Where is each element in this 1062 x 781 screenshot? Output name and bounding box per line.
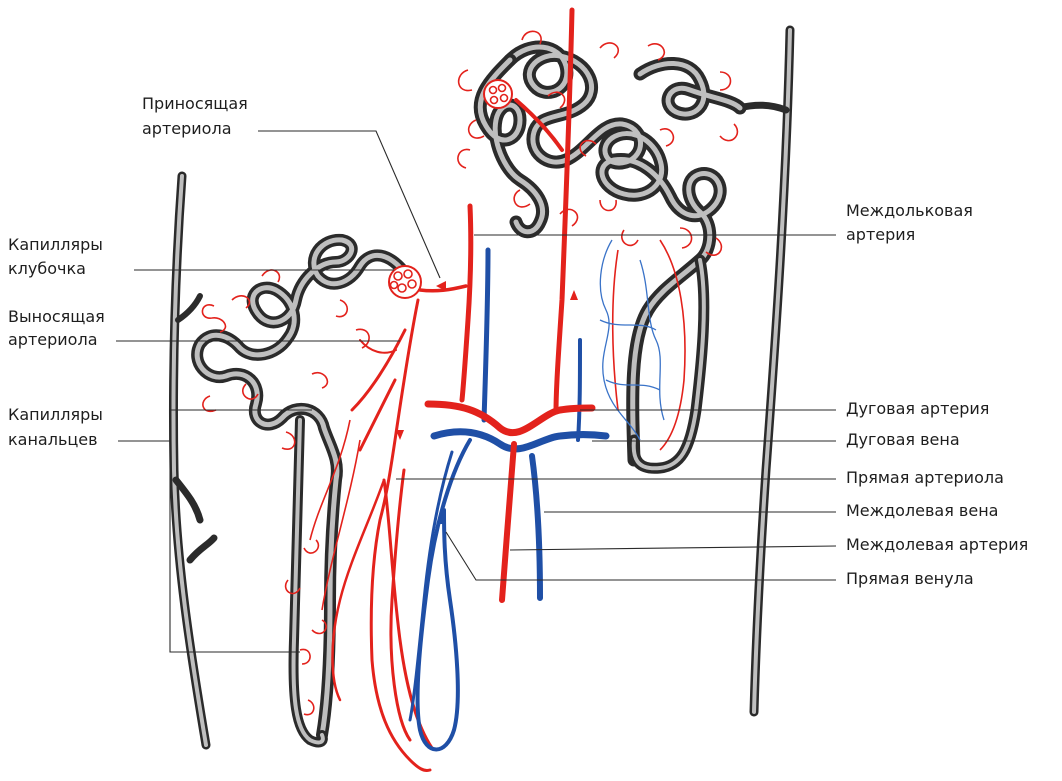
right-collecting-duct: [738, 30, 790, 712]
label-interlobular-artery-line1: Междольковая: [846, 201, 973, 220]
label-tubular-capillaries-line2: канальцев: [8, 430, 98, 449]
label-tubular-capillaries-line1: Капилляры: [8, 405, 103, 424]
label-vasa-recta-venule: Прямая венула: [846, 569, 974, 588]
label-interlobular-artery-line2: артерия: [846, 225, 915, 244]
arcuate-artery: [428, 404, 592, 433]
label-arcuate-artery: Дуговая артерия: [846, 399, 989, 418]
left-collecting-duct: [173, 176, 214, 745]
label-efferent-arteriole-line2: артериола: [8, 330, 98, 349]
label-glomerular-capillaries-line1: Капилляры: [8, 235, 103, 254]
label-glomerular-capillaries-line2: клубочка: [8, 259, 86, 278]
label-efferent-arteriole-line1: Выносящая: [8, 307, 105, 326]
right-glomerulus: [484, 80, 512, 108]
vasa-recta: [391, 440, 470, 750]
left-glomerulus: [389, 266, 421, 298]
label-interlobar-artery: Междолевая артерия: [846, 535, 1028, 554]
label-arcuate-vein: Дуговая вена: [846, 430, 960, 449]
interlobar-vein: [532, 456, 540, 598]
leader-lines: [116, 131, 836, 652]
label-afferent-arteriole-line1: Приносящая: [142, 94, 248, 113]
label-afferent-arteriole-line2: артериола: [142, 119, 232, 138]
interlobar-artery: [502, 444, 514, 600]
label-interlobar-vein: Междолевая вена: [846, 501, 998, 520]
right-nephron-tubule: [480, 47, 740, 468]
label-vasa-recta-arteriole: Прямая артериола: [846, 468, 1004, 487]
left-nephron-tubule: [197, 240, 410, 743]
